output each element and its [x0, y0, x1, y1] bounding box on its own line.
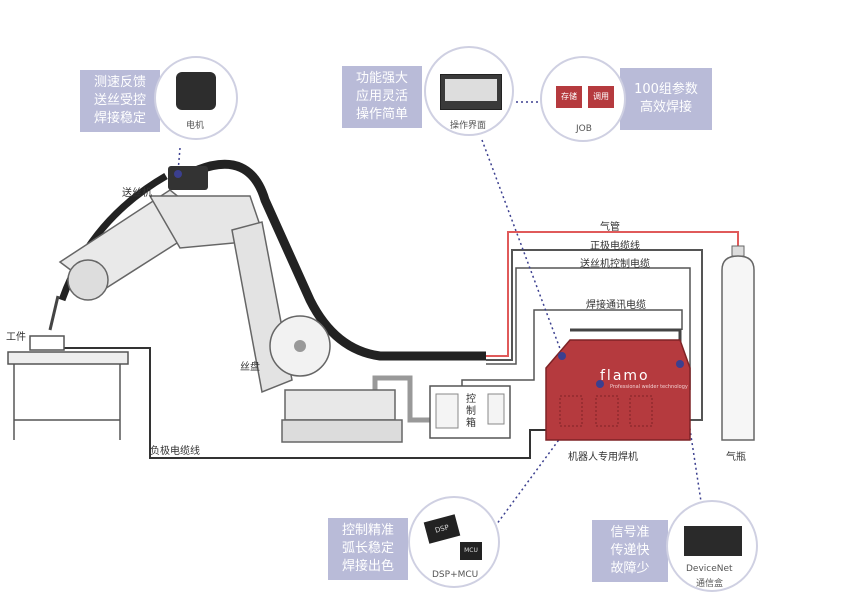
dsp-circle: DSP MCU DSP+MCU: [408, 496, 500, 588]
wire-reel-label: 丝盘: [240, 362, 260, 373]
negative-cable-line: [56, 347, 560, 459]
comm-box-icon: [684, 526, 742, 556]
motor-icon: [176, 72, 216, 110]
panel-caption: 操作界面: [450, 121, 487, 131]
panel-circle: 操作界面: [424, 46, 514, 136]
dsp-caption: DSP+MCU: [432, 570, 479, 580]
control-box-label: 控制箱: [466, 394, 476, 429]
job-callout-text: 100组参数 高效焊接: [634, 82, 698, 115]
positive-cable-line: [486, 249, 703, 421]
welder-comm-cable-label: 焊接通讯电缆: [586, 300, 646, 311]
dsp-callout: 控制精准 弧长稳定 焊接出色: [328, 518, 408, 580]
motor-callout: 测速反馈 送丝受控 焊接稳定: [80, 70, 160, 132]
motor-caption: 电机: [186, 121, 205, 131]
mcu-chip-icon: MCU: [460, 542, 482, 560]
devicenet-callout-text: 信号准 传递快 故障少: [610, 525, 650, 576]
wire-feeder-label: 送丝机: [122, 188, 152, 199]
brand-logo: flamo: [600, 368, 650, 384]
devicenet-circle: DeviceNet 通信盒: [666, 500, 758, 592]
job-caption: JOB: [576, 124, 592, 134]
gas-cylinder-label: 气瓶: [726, 452, 746, 463]
job-circle: 存储 调用 JOB: [540, 56, 626, 142]
gas-pipe-label: 气管: [600, 222, 620, 233]
positive-cable-label: 正极电缆线: [590, 241, 640, 252]
control-hose: [372, 375, 440, 423]
negative-cable-label: 负极电缆线: [150, 446, 200, 457]
welder-label: 机器人专用焊机: [568, 452, 638, 463]
brand-tagline: Professional welder technology: [610, 384, 688, 390]
panel-callout-text: 功能强大 应用灵活 操作简单: [355, 71, 408, 122]
motor-callout-text: 测速反馈 送丝受控 焊接稳定: [93, 75, 146, 126]
control-panel-icon: [440, 74, 502, 110]
feeder-control-cable-line: [486, 267, 691, 390]
brand-name: flamo: [600, 368, 650, 384]
welder-comm-cable-line: [461, 309, 683, 392]
devicenet-caption-1: DeviceNet: [686, 564, 733, 574]
gas-pipe-line: [486, 231, 739, 357]
panel-callout: 功能强大 应用灵活 操作简单: [342, 66, 422, 128]
workpiece-label: 工件: [6, 332, 26, 343]
devicenet-callout: 信号准 传递快 故障少: [592, 520, 668, 582]
feeder-control-cable-label: 送丝机控制电缆: [580, 259, 650, 270]
recall-button[interactable]: 调用: [588, 86, 614, 108]
job-callout: 100组参数 高效焊接: [620, 68, 712, 130]
motor-circle: 电机: [154, 56, 238, 140]
torch-hose: [196, 159, 486, 361]
dsp-chip-icon: DSP: [423, 514, 461, 544]
store-button[interactable]: 存储: [556, 86, 582, 108]
devicenet-caption-2: 通信盒: [696, 579, 724, 589]
dsp-callout-text: 控制精准 弧长稳定 焊接出色: [341, 523, 394, 574]
